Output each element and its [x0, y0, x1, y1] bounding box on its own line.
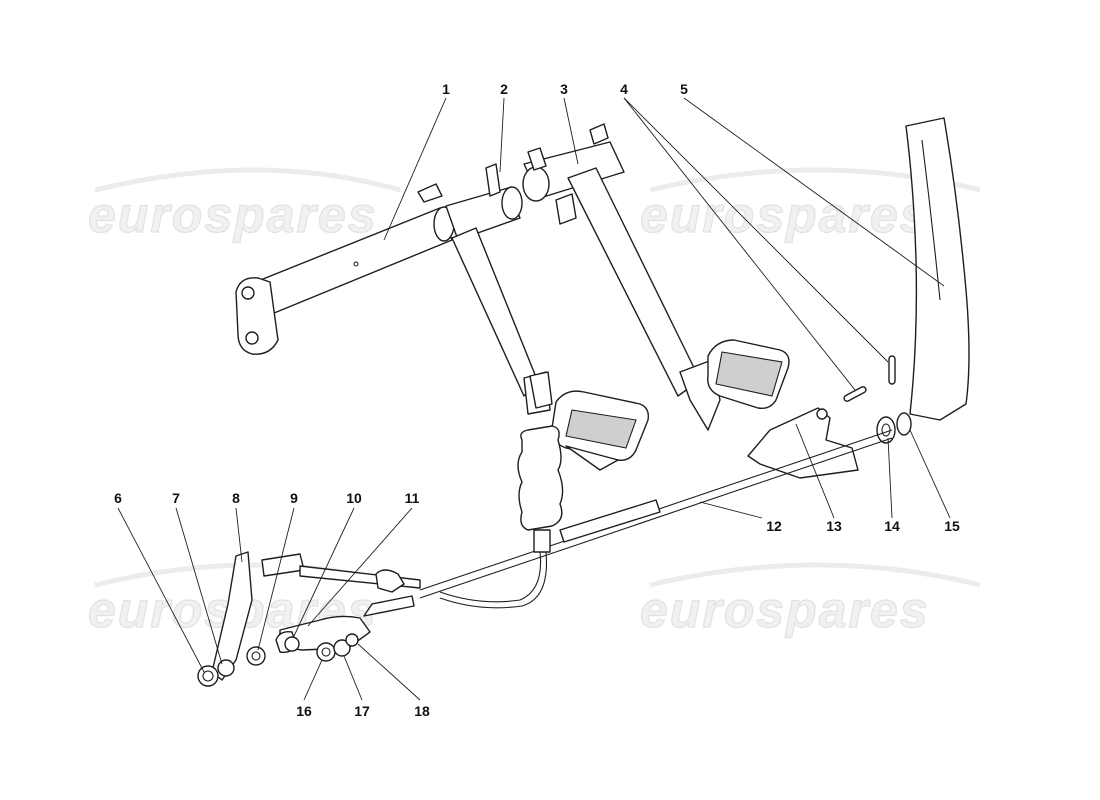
part-2-clutch-pedal [417, 163, 650, 471]
lower-linkage [197, 551, 421, 687]
watermark-text: eurospares [88, 187, 378, 243]
leader-line-4b [623, 97, 856, 391]
callout-8: 8 [232, 490, 240, 506]
part-1-pivot-shaft [235, 206, 455, 355]
callout-10: 10 [346, 490, 362, 506]
callout-9: 9 [290, 490, 298, 506]
watermark-swoosh [649, 562, 981, 588]
watermark-swoosh [94, 167, 401, 193]
part-4-pins [843, 355, 896, 402]
leader-line-16 [303, 659, 323, 701]
leader-line-12 [699, 501, 763, 519]
callout-3: 3 [560, 81, 568, 97]
leader-line-3 [563, 97, 579, 165]
callout-labels: 1 2 3 4 5 6 7 8 9 10 11 12 13 14 15 16 1… [114, 81, 960, 719]
part-5-accelerator-pedal [905, 117, 970, 421]
callout-15: 15 [944, 518, 960, 534]
leader-line-18 [357, 643, 421, 701]
callout-5: 5 [680, 81, 688, 97]
part-3-brake-pedal [522, 123, 790, 431]
callout-16: 16 [296, 703, 312, 719]
callout-1: 1 [442, 81, 450, 97]
callout-2: 2 [500, 81, 508, 97]
callout-4: 4 [620, 81, 628, 97]
leader-line-13 [795, 423, 835, 519]
leader-line-8 [235, 507, 243, 563]
leader-lines [117, 97, 951, 701]
leader-line-5 [683, 97, 945, 287]
leader-line-15 [909, 429, 951, 519]
part-12-cable [419, 429, 893, 599]
part-15-bushing [896, 412, 912, 436]
leader-line-14 [887, 437, 893, 519]
callout-11: 11 [405, 490, 420, 506]
callout-17: 17 [354, 703, 370, 719]
clutch-cable-assembly [439, 371, 564, 609]
part-14-bushing [876, 416, 896, 444]
leader-line-17 [343, 655, 363, 701]
leader-line-11 [307, 507, 413, 627]
leader-line-6 [117, 507, 205, 673]
watermark-text: eurospares [640, 582, 930, 638]
leader-line-1 [383, 97, 447, 241]
callout-13: 13 [826, 518, 842, 534]
leader-line-9 [257, 507, 295, 651]
callout-6: 6 [114, 490, 122, 506]
leader-line-2 [499, 97, 505, 173]
leader-line-4a [623, 97, 889, 363]
watermark-text: eurospares [640, 187, 930, 243]
leader-line-7 [175, 507, 223, 665]
callout-14: 14 [884, 518, 900, 534]
callout-7: 7 [172, 490, 180, 506]
leader-line-10 [293, 507, 355, 637]
callout-12: 12 [766, 518, 782, 534]
callout-18: 18 [414, 703, 430, 719]
part-13-bracket [747, 407, 859, 479]
